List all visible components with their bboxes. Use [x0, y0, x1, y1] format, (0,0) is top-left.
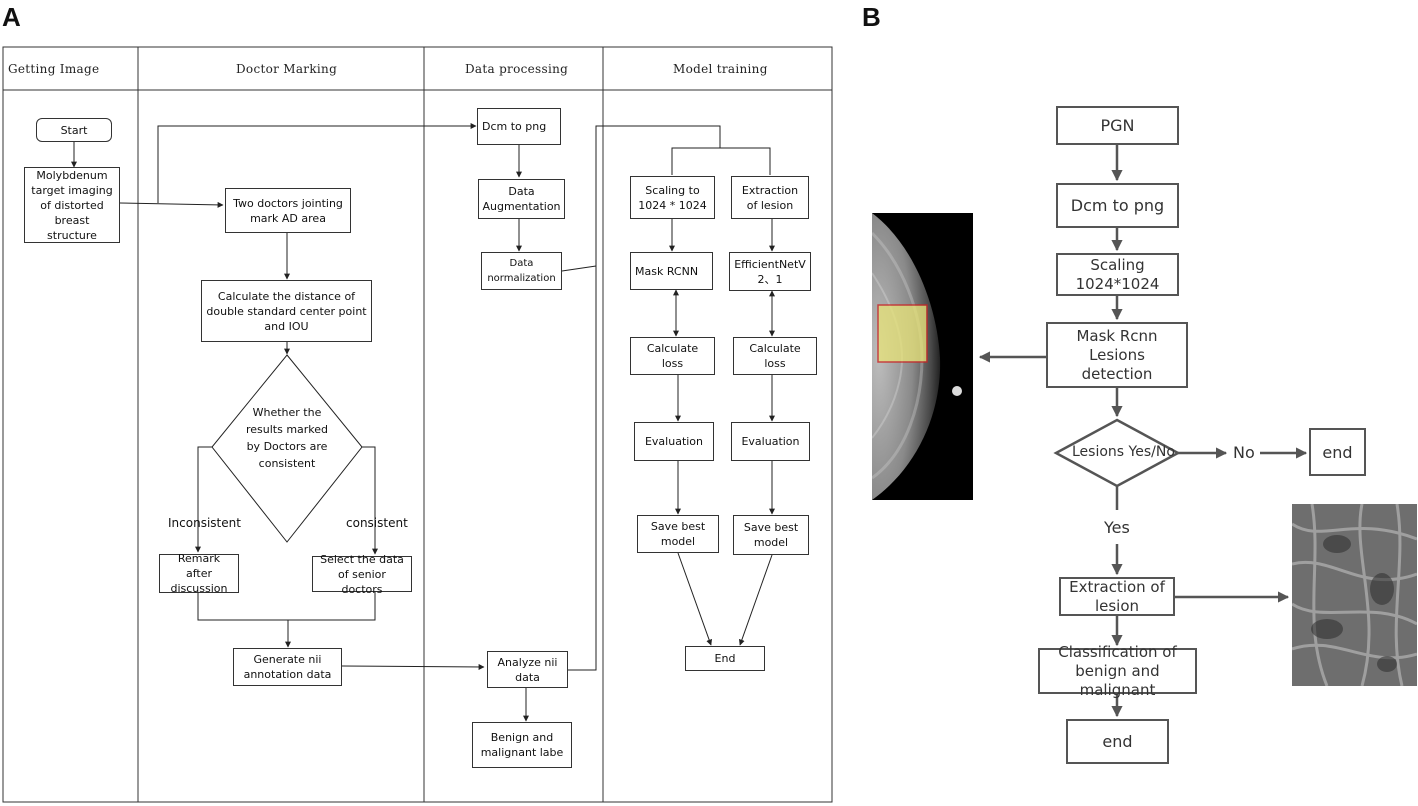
extraction-box-b: Extraction of lesion	[1059, 577, 1175, 616]
mask-rcnn-box-b: Mask Rcnn Lesions detection	[1046, 322, 1188, 388]
dcm-to-png-box-a: Dcm to png	[477, 108, 561, 145]
save-best-box-2: Save best model	[733, 515, 809, 555]
analyze-nii-box: Analyze nii data	[487, 651, 568, 688]
lesion-highlight	[877, 304, 928, 363]
augmentation-box: Data Augmentation	[478, 179, 565, 219]
lane-title-getting-image: Getting Image	[8, 62, 100, 76]
panel-letter-b: B	[862, 2, 881, 32]
dcm-to-png-box-b: Dcm to png	[1056, 183, 1179, 228]
panel-letter-a: A	[2, 2, 21, 32]
mammogram-image	[872, 213, 973, 500]
remark-box: Remark after discussion	[159, 552, 239, 595]
inconsistent-label: Inconsistent	[168, 516, 241, 530]
efficientnet-box: EfficientNetV 2、1	[729, 252, 811, 291]
select-senior-box: Select the data of senior doctors	[312, 553, 412, 596]
decision-diamond-b	[1053, 418, 1181, 488]
mask-rcnn-box: Mask RCNN	[630, 252, 713, 290]
yes-label: Yes	[1104, 518, 1130, 537]
end-node-b: end	[1066, 719, 1169, 764]
calculate-loss-box-2: Calculate loss	[733, 337, 817, 375]
consistent-label: consistent	[346, 516, 408, 530]
scaling-box-b: Scaling 1024*1024	[1056, 253, 1179, 296]
classification-box: Classification of benign and malignant	[1038, 643, 1197, 699]
benign-label-box: Benign and malignant labe	[472, 722, 572, 768]
evaluation-box-1: Evaluation	[634, 422, 714, 461]
generate-nii-box: Generate nii annotation data	[233, 648, 342, 686]
extraction-box-a: Extraction of lesion	[731, 176, 809, 219]
normalization-box: Data normalization	[481, 252, 562, 290]
swimlane-frame	[2, 46, 833, 803]
pgn-box: PGN	[1056, 106, 1179, 145]
two-doctors-box: Two doctors jointing mark AD area	[225, 188, 351, 233]
start-node: Start	[36, 118, 112, 142]
lane-title-data-processing: Data processing	[465, 62, 569, 76]
evaluation-box-2: Evaluation	[731, 422, 810, 461]
molybdenum-imaging-box: Molybdenum target imaging of distorted b…	[24, 167, 120, 243]
scaling-box-a: Scaling to 1024 * 1024	[630, 176, 715, 219]
panel-b-connectors	[978, 145, 1308, 718]
lane-title-doctor-marking: Doctor Marking	[236, 62, 338, 76]
decision-text-b: Lesions Yes/No	[1072, 444, 1175, 460]
calculate-distance-box: Calculate the distance of double standar…	[201, 280, 372, 342]
lane-title-model-training: Model training	[673, 62, 768, 76]
save-best-box-1: Save best model	[637, 515, 719, 553]
end-node-no: end	[1309, 428, 1366, 476]
decision-diamond-a	[211, 354, 363, 543]
lesion-crop-image	[1292, 504, 1417, 686]
panel-a-connectors	[71, 123, 775, 722]
no-label: No	[1233, 443, 1255, 462]
end-node-a: End	[685, 646, 765, 671]
decision-text-a: Whether the results marked by Doctors ar…	[245, 406, 329, 470]
calculate-loss-box-1: Calculate loss	[630, 337, 715, 375]
